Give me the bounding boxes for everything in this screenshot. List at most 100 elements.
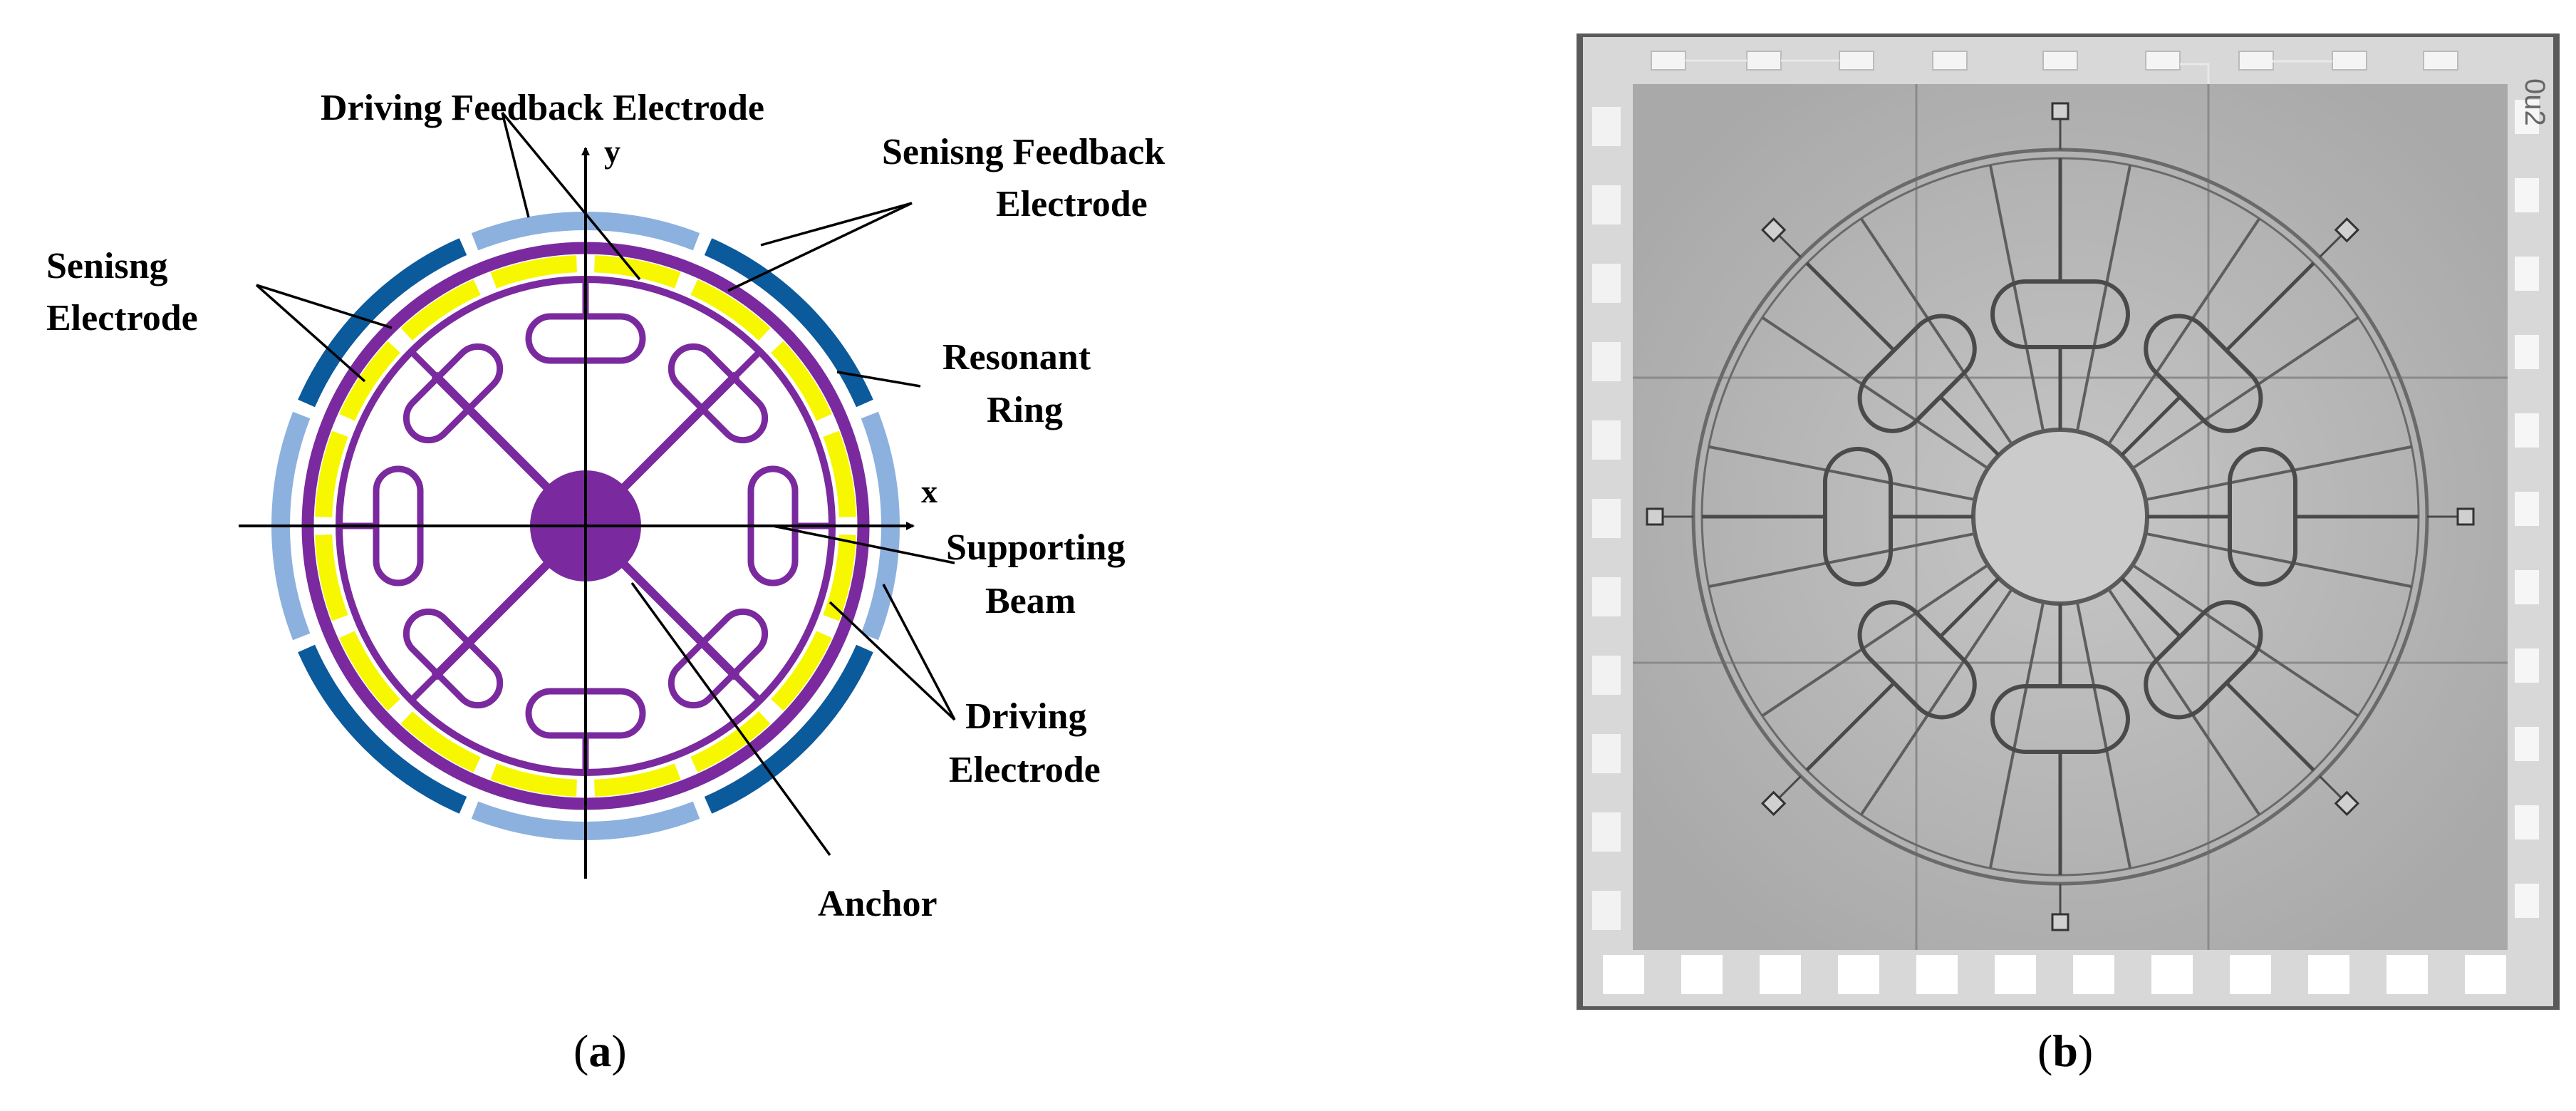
spring-loop	[668, 343, 769, 444]
bond-pad	[1592, 734, 1621, 773]
spring-loop	[402, 608, 504, 709]
yellow-electrode-arc	[823, 430, 856, 518]
label-sensing-feedback-electrode-line1: Senisng Feedback	[882, 132, 1165, 172]
bond-pad	[1592, 185, 1621, 224]
micrograph-anchor	[1971, 428, 2149, 606]
spring-stem	[731, 671, 762, 703]
micrograph-spring	[1990, 604, 2130, 931]
spring-loop	[668, 608, 769, 709]
caption-a: (a)	[573, 1025, 627, 1076]
bond-pad	[2515, 178, 2539, 212]
micrograph-spring-link	[2225, 681, 2315, 772]
micrograph-beam	[1761, 316, 1989, 470]
micrograph-beam	[2107, 217, 2261, 445]
micrograph-beam	[2145, 532, 2412, 589]
bond-pad	[2515, 335, 2539, 369]
micrograph-beam	[1859, 217, 2013, 445]
micrograph-spring-slot	[1857, 600, 1977, 720]
bond-pad	[1592, 420, 1621, 460]
micrograph-beam	[1708, 532, 1975, 589]
bond-pad	[1592, 264, 1621, 303]
micrograph-spring-link	[2225, 262, 2315, 352]
yellow-electrode-arc	[339, 631, 400, 711]
micrograph-spring	[2120, 577, 2360, 817]
x-axis-label: x	[921, 473, 938, 510]
label-sensing-electrode-line1: Senisng	[46, 246, 168, 286]
micrograph-spring-link	[1805, 681, 1896, 772]
label-sensing-feedback-electrode-line2: Electrode	[996, 184, 1148, 224]
top-bond-pad	[2145, 51, 2181, 71]
bond-pad	[1592, 107, 1621, 146]
yellow-electrode-arc	[771, 631, 832, 711]
label-supporting-beam-line2: Beam	[985, 581, 1076, 621]
bond-pad	[2073, 955, 2114, 994]
micrograph-spring	[1990, 102, 2130, 430]
spring-loop	[402, 343, 504, 444]
top-bond-pad	[2423, 51, 2458, 71]
bond-pad	[1592, 342, 1621, 381]
micrograph-beam	[1761, 564, 1989, 718]
label-resonant-ring-line1: Resonant	[942, 337, 1091, 378]
micrograph-stub-line	[1777, 775, 1802, 800]
bond-pad	[2515, 413, 2539, 448]
micrograph-spring	[1760, 577, 2000, 817]
micrograph-stub-pad	[2051, 913, 2069, 931]
top-bond-pad	[2042, 51, 2078, 71]
top-bond-pad	[2238, 51, 2274, 71]
micrograph-beam	[2131, 564, 2359, 718]
bond-pad	[1603, 955, 1644, 994]
bond-pad	[2151, 955, 2193, 994]
micrograph-beam	[1708, 445, 1975, 502]
bond-pad	[2515, 257, 2539, 291]
yellow-electrode-arc	[315, 534, 348, 621]
bond-pad	[1995, 955, 2036, 994]
yellow-electrode-arc	[400, 711, 481, 772]
schematic-diagram: x y Driving Feedback Electrode Senisng F…	[46, 88, 1165, 924]
label-anchor: Anchor	[818, 884, 938, 924]
inner-electrode-ring	[315, 255, 856, 797]
bond-pad	[1592, 812, 1621, 852]
outer-electrode-arc	[298, 238, 467, 408]
bond-pad	[2515, 492, 2539, 526]
gyroscope-structure	[1646, 102, 2475, 931]
micrograph-stub-pad	[1646, 507, 1664, 526]
bond-pads	[1592, 51, 2539, 994]
micrograph-spring-stem	[2120, 577, 2182, 639]
bond-pad	[1681, 955, 1723, 994]
spring-stem	[731, 349, 762, 381]
micrograph-beam	[1859, 588, 2013, 816]
bond-pad	[1838, 955, 1879, 994]
top-bond-pad	[1839, 51, 1874, 71]
micrograph-stub-pad	[2334, 217, 2360, 243]
yellow-electrode-arc	[593, 763, 681, 797]
micrograph-spring-slot	[2144, 600, 2263, 720]
label-driving-electrode-line2: Electrode	[949, 750, 1101, 790]
spring-stem	[409, 349, 440, 381]
label-driving-feedback-electrode: Driving Feedback Electrode	[321, 88, 764, 128]
label-resonant-ring-line2: Ring	[987, 390, 1063, 430]
chip-mark: 0u2	[2519, 78, 2550, 126]
label-sensing-electrode-line2: Electrode	[46, 298, 198, 339]
outer-electrode-arc	[704, 238, 873, 408]
outer-electrode-arc	[704, 644, 873, 814]
bond-pad	[1592, 499, 1621, 538]
bond-pad	[1592, 577, 1621, 616]
micrograph-stub-pad	[1760, 790, 1787, 817]
bond-pad	[1916, 955, 1958, 994]
yellow-electrode-arc	[490, 255, 578, 289]
micrograph-spring-stem	[2120, 395, 2182, 457]
trace	[2180, 63, 2210, 84]
micrograph-stub-pad	[2051, 102, 2069, 120]
yellow-electrode-arc	[339, 341, 400, 421]
bond-pad	[2387, 955, 2428, 994]
micrograph-beam	[1988, 601, 2045, 869]
yellow-electrode-arc	[690, 279, 771, 341]
bond-pad	[1760, 955, 1801, 994]
micrograph-stub-line	[2319, 233, 2344, 258]
micrograph-spring	[1760, 217, 2000, 457]
top-bond-pad	[1746, 51, 1782, 71]
micrograph-beam	[1988, 165, 2045, 432]
micrograph-spring-stem	[1938, 577, 2000, 639]
spring-stem	[409, 671, 440, 703]
